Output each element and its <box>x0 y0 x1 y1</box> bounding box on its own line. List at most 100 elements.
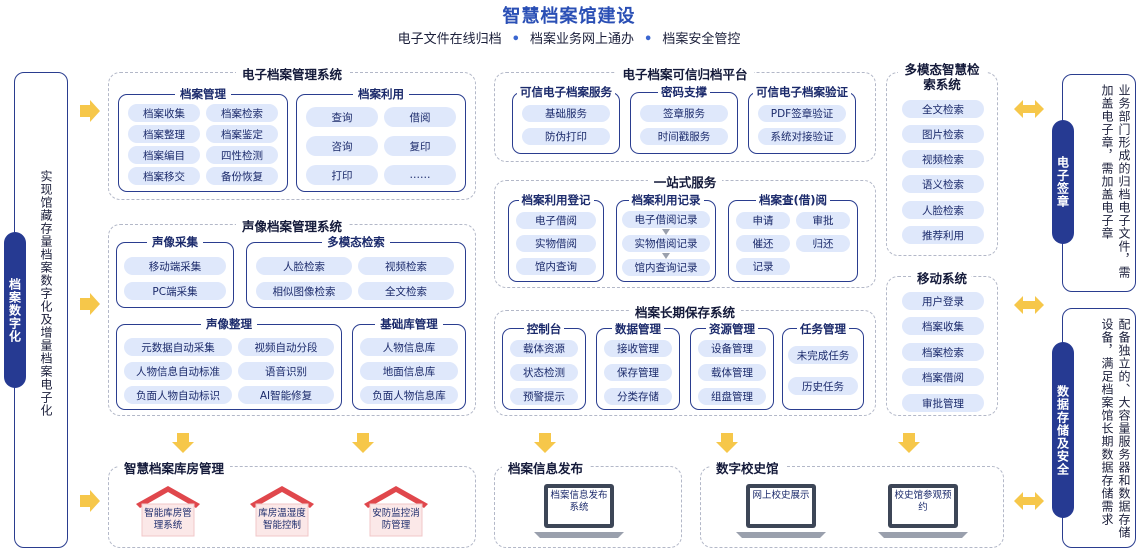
archive-mgmt-item[interactable]: 四性检测 <box>206 146 278 164</box>
longterm-item[interactable]: 组盘管理 <box>698 388 766 405</box>
longterm-group <box>782 328 864 410</box>
mobile-item[interactable]: 档案借阅 <box>902 368 984 386</box>
multimodal-item[interactable]: 推荐利用 <box>902 226 984 244</box>
trusted-group-title: 密码支撑 <box>658 85 710 99</box>
onestop-reg-title: 档案利用登记 <box>518 193 594 207</box>
av-arrange-item[interactable]: 语音识别 <box>238 362 334 380</box>
trusted-item[interactable]: 签章服务 <box>640 105 728 122</box>
mobile-item[interactable]: 审批管理 <box>902 394 984 412</box>
av-capture-item[interactable]: PC端采集 <box>124 282 226 300</box>
longterm-item[interactable]: 历史任务 <box>788 377 858 395</box>
multimodal-item[interactable]: 语义检索 <box>902 175 984 193</box>
subtitle-item: 电子文件在线归档 <box>397 32 502 47</box>
longterm-item[interactable]: 载体管理 <box>698 364 766 381</box>
longterm-title: 档案长期保存系统 <box>628 305 741 320</box>
av-arrange-item[interactable]: AI智能修复 <box>238 386 334 404</box>
double-arrow-icon <box>1014 296 1044 314</box>
arrow-down-icon <box>898 433 920 453</box>
longterm-group-title: 任务管理 <box>797 322 849 336</box>
av-basedb-item[interactable]: 人物信息库 <box>360 338 458 356</box>
trusted-item[interactable]: 系统对接验证 <box>758 128 846 145</box>
av-arrange-item[interactable]: 人物信息自动标准 <box>124 362 232 380</box>
arrow-right-icon <box>80 100 100 122</box>
multimodal-item[interactable]: 全文检索 <box>902 100 984 118</box>
longterm-item[interactable]: 保存管理 <box>604 364 672 381</box>
archive-mgmt-item[interactable]: 档案收集 <box>128 104 200 122</box>
screen-label: 网上校史展示 <box>752 490 810 501</box>
longterm-item[interactable]: 设备管理 <box>698 340 766 357</box>
house-label: 安防监控消防管理 <box>372 508 420 531</box>
av-multisearch-item[interactable]: 相似图像检索 <box>256 282 352 300</box>
screen-label: 校史馆参观预约 <box>894 490 952 513</box>
longterm-item[interactable]: 载体资源 <box>510 340 578 357</box>
archive-mgmt-item[interactable]: 档案编目 <box>128 146 200 164</box>
laptop-icon <box>534 484 624 538</box>
onestop-lookup-item[interactable]: 申请 <box>736 212 790 229</box>
archive-mgmt-title: 档案管理 <box>175 87 231 101</box>
archive-mgmt-item[interactable]: 档案整理 <box>128 125 200 143</box>
archive-use-item[interactable]: 咨询 <box>306 136 378 156</box>
archive-use-item[interactable]: 复印 <box>384 136 456 156</box>
multimodal-item[interactable]: 图片检索 <box>902 125 984 143</box>
onestop-lookup-item[interactable]: 记录 <box>736 258 790 275</box>
av-multisearch-item[interactable]: 全文检索 <box>358 282 454 300</box>
onestop-lookup-item[interactable]: 催还 <box>736 235 790 252</box>
archive-use-item[interactable]: 借阅 <box>384 107 456 127</box>
onestop-record-item[interactable]: 电子借阅记录 <box>622 211 710 228</box>
trusted-item[interactable]: 时间戳服务 <box>640 128 728 145</box>
trusted-item[interactable]: 防伪打印 <box>522 128 610 145</box>
av-multisearch-title: 多模态检索 <box>322 235 390 249</box>
longterm-item[interactable]: 分类存储 <box>604 388 672 405</box>
av-arrange-item[interactable]: 负面人物自动标识 <box>124 386 232 404</box>
digitization-text: 实现馆藏存量档案数字化及增量档案电子化 <box>39 170 53 417</box>
subtitle-item: 档案业务网上通办 <box>529 32 634 47</box>
e-signature-badge: 电子签章 <box>1052 120 1074 244</box>
arrow-down-icon <box>534 433 556 453</box>
mobile-item[interactable]: 档案检索 <box>902 343 984 361</box>
av-basedb-item[interactable]: 负面人物信息库 <box>360 386 458 404</box>
onestop-record-item[interactable]: 实物借阅记录 <box>622 235 710 252</box>
storage-security-badge: 数据存储及安全 <box>1052 342 1074 518</box>
archive-mgmt-item[interactable]: 档案鉴定 <box>206 125 278 143</box>
archive-mgmt-item[interactable]: 备份恢复 <box>206 167 278 185</box>
archive-use-item[interactable]: …… <box>384 165 456 185</box>
av-basedb-item[interactable]: 地面信息库 <box>360 362 458 380</box>
av-capture-item[interactable]: 移动端采集 <box>124 257 226 275</box>
onestop-lookup-item[interactable]: 归还 <box>796 235 850 252</box>
av-capture-title: 声像采集 <box>147 235 203 249</box>
multimodal-item[interactable]: 视频检索 <box>902 150 984 168</box>
mobile-item[interactable]: 用户登录 <box>902 292 984 310</box>
trusted-group-title: 可信电子档案服务 <box>517 85 615 99</box>
onestop-reg-item[interactable]: 馆内查询 <box>516 258 596 275</box>
trusted-title: 电子档案可信归档平台 <box>616 67 754 82</box>
longterm-item[interactable]: 预警提示 <box>510 388 578 405</box>
archive-use-item[interactable]: 打印 <box>306 165 378 185</box>
longterm-item[interactable]: 未完成任务 <box>788 346 858 364</box>
subtitle-item: 档案安全管控 <box>662 32 741 47</box>
av-arrange-item[interactable]: 视频自动分段 <box>238 338 334 356</box>
longterm-item[interactable]: 状态检测 <box>510 364 578 381</box>
trusted-item[interactable]: PDF签章验证 <box>758 105 846 122</box>
av-arrange-item[interactable]: 元数据自动采集 <box>124 338 232 356</box>
longterm-group-title: 数据管理 <box>612 322 664 336</box>
av-multisearch-item[interactable]: 人脸检索 <box>256 257 352 275</box>
multimodal-item[interactable]: 人脸检索 <box>902 201 984 219</box>
archive-use-item[interactable]: 查询 <box>306 107 378 127</box>
double-arrow-icon <box>1014 492 1044 510</box>
longterm-item[interactable]: 接收管理 <box>604 340 672 357</box>
onestop-reg-item[interactable]: 电子借阅 <box>516 212 596 229</box>
onestop-lookup-item[interactable]: 审批 <box>796 212 850 229</box>
arrow-down-icon <box>172 433 194 453</box>
archive-mgmt-item[interactable]: 档案移交 <box>128 167 200 185</box>
mobile-item[interactable]: 档案收集 <box>902 317 984 335</box>
av-multisearch-item[interactable]: 视频检索 <box>358 257 454 275</box>
house-label: 智能库房管理系统 <box>144 508 192 531</box>
onestop-record-item[interactable]: 馆内查询记录 <box>622 259 710 276</box>
publish-title: 档案信息发布 <box>502 461 590 476</box>
onestop-reg-item[interactable]: 实物借阅 <box>516 235 596 252</box>
archive-mgmt-item[interactable]: 档案检索 <box>206 104 278 122</box>
archive-use-title: 档案利用 <box>353 87 409 101</box>
house-icon <box>250 486 314 537</box>
trusted-item[interactable]: 基础服务 <box>522 105 610 122</box>
history-museum-title: 数字校史馆 <box>710 461 785 476</box>
